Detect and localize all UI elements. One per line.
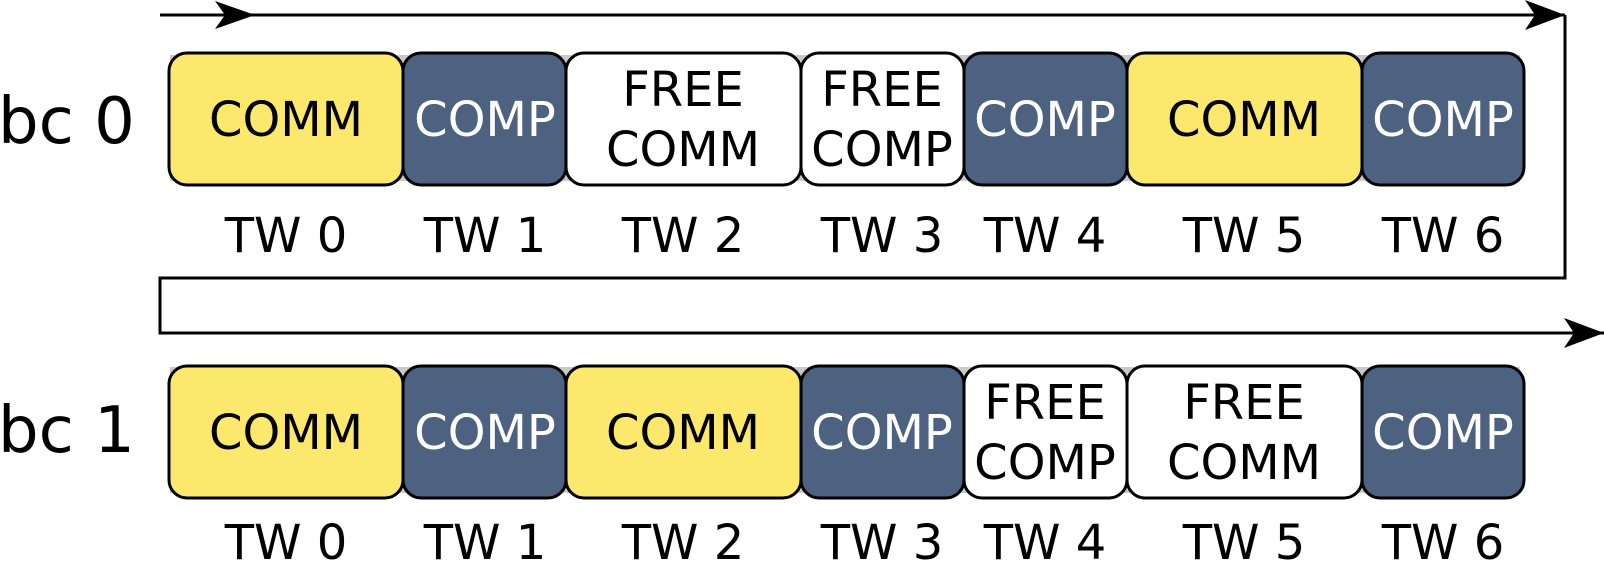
slot-bc0-tw2: FREE COMM (564, 51, 803, 187)
wrap-flow-arrow (158, 15, 1604, 348)
row-label-bc1: bc 1 (0, 394, 135, 468)
slot-box (1360, 364, 1526, 500)
tw-label: TW 0 (224, 208, 348, 264)
slot-bc0-tw5: COMM (1125, 51, 1364, 187)
row-bc0: bc 0 COMM COMP FREE COMM FREE COMP (0, 51, 1526, 264)
tw-label: TW 4 (983, 515, 1107, 568)
slot-list-bc1: COMM COMP COMM COMP FREE COMP FREE (167, 364, 1526, 500)
slot-bc1-tw1: COMP (401, 364, 568, 500)
slot-bc1-tw3: COMP (799, 364, 966, 500)
slot-text-line-1: FREE (984, 375, 1106, 431)
slot-bc1-tw4: FREE COMP (962, 364, 1129, 500)
tw-labels-bc1: TW 0 TW 1 TW 2 TW 3 TW 4 TW 5 TW 6 (224, 515, 1505, 568)
slot-bc0-tw6: COMP (1360, 51, 1526, 187)
slot-text-line-1: COMP (974, 92, 1116, 148)
slot-box (1360, 51, 1526, 187)
slot-text-line-2: COMP (811, 122, 953, 178)
top-flow-mid-arrowhead (215, 1, 255, 29)
tw-label: TW 2 (621, 515, 745, 568)
slot-text-line-2: COMP (974, 435, 1116, 491)
slot-text-line-1: COMM (606, 405, 760, 461)
slot-text-line-1: FREE (1183, 375, 1305, 431)
tw-label: TW 3 (820, 515, 944, 568)
slot-bc1-tw2: COMM (564, 364, 803, 500)
slot-text-line-1: COMP (811, 405, 953, 461)
slot-text-line-1: COMM (209, 92, 363, 148)
slot-bc0-tw3: FREE COMP (799, 51, 966, 187)
slot-text-line-1: COMM (209, 405, 363, 461)
tw-label: TW 6 (1381, 515, 1505, 568)
tw-label: TW 0 (224, 515, 348, 568)
tw-label: TW 2 (621, 208, 745, 264)
tw-label: TW 5 (1182, 515, 1306, 568)
slot-bc1-tw0: COMM (167, 364, 405, 500)
row-label-bc0: bc 0 (0, 85, 135, 159)
tw-label: TW 3 (820, 208, 944, 264)
slot-text-line-1: COMP (1372, 92, 1514, 148)
slot-bc0-tw4: COMP (962, 51, 1129, 187)
tw-label: TW 1 (423, 208, 547, 264)
slot-text-line-1: COMM (1167, 92, 1321, 148)
tw-labels-bc0: TW 0 TW 1 TW 2 TW 3 TW 4 TW 5 TW 6 (224, 208, 1505, 264)
slot-text-line-1: COMP (1372, 405, 1514, 461)
slot-text-line-2: COMM (1167, 435, 1321, 491)
slot-bc1-tw5: FREE COMM (1125, 364, 1364, 500)
slot-text-line-1: COMP (414, 405, 556, 461)
flow-arrows (158, 0, 1604, 348)
slot-list-bc0: COMM COMP FREE COMM FREE COMP COMP (167, 51, 1526, 187)
tw-label: TW 1 (423, 515, 547, 568)
slot-text-line-1: FREE (622, 62, 744, 118)
slot-bc0-tw0: COMM (167, 51, 405, 187)
tw-label: TW 5 (1182, 208, 1306, 264)
slot-bc0-tw1: COMP (401, 51, 568, 187)
slot-text-line-2: COMM (606, 122, 760, 178)
row-bc1: bc 1 COMM COMP COMM COMP FREE COMP (0, 364, 1526, 568)
tw-label: TW 6 (1381, 208, 1505, 264)
slot-bc1-tw6: COMP (1360, 364, 1526, 500)
slot-text-line-1: FREE (821, 62, 943, 118)
tw-label: TW 4 (983, 208, 1107, 264)
slot-text-line-1: COMP (414, 92, 556, 148)
